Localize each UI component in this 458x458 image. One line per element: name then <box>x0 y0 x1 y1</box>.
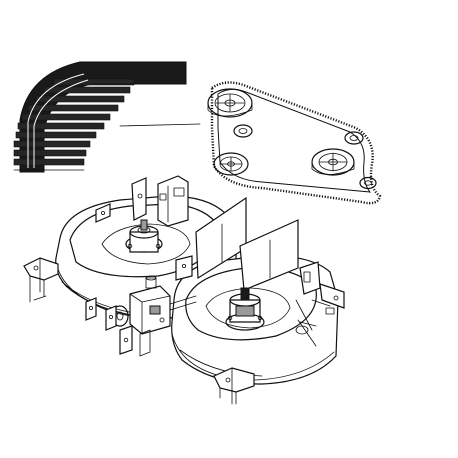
front-lift-brackets <box>85 297 151 357</box>
deck-inner-right <box>205 287 291 329</box>
spindle-tower-left <box>131 175 189 227</box>
center-bracket <box>175 255 193 281</box>
timing-belt-detail <box>13 61 201 173</box>
belt-highlight <box>27 73 89 168</box>
gearbox <box>111 275 171 335</box>
deck-inner-left <box>101 223 191 265</box>
detail-leader-line <box>119 123 201 127</box>
front-hanger-left <box>23 257 59 303</box>
idler-pulley-upper <box>233 124 253 138</box>
spindle-pulley-right <box>311 148 355 176</box>
idler-pulley-right <box>344 131 364 145</box>
mower-deck <box>23 175 345 405</box>
front-hanger-right <box>213 367 255 405</box>
drive-shaft <box>169 295 197 311</box>
spindle-housing-right <box>225 287 265 331</box>
belt-routing <box>207 81 382 205</box>
rear-bracket-right <box>299 261 345 327</box>
idler-pulley-lower <box>359 176 377 190</box>
deck-top-right <box>185 267 317 341</box>
belt-detail-frame <box>13 61 187 171</box>
spindle-housing-left <box>125 219 163 253</box>
drive-pulley <box>207 88 253 118</box>
strut-ring <box>295 325 309 335</box>
rear-tab-left <box>95 203 111 223</box>
side-strut-right <box>295 299 317 347</box>
spindle-pulley-left <box>213 152 249 176</box>
belt-teeth <box>13 78 135 166</box>
rear-baffle-right <box>239 219 299 291</box>
